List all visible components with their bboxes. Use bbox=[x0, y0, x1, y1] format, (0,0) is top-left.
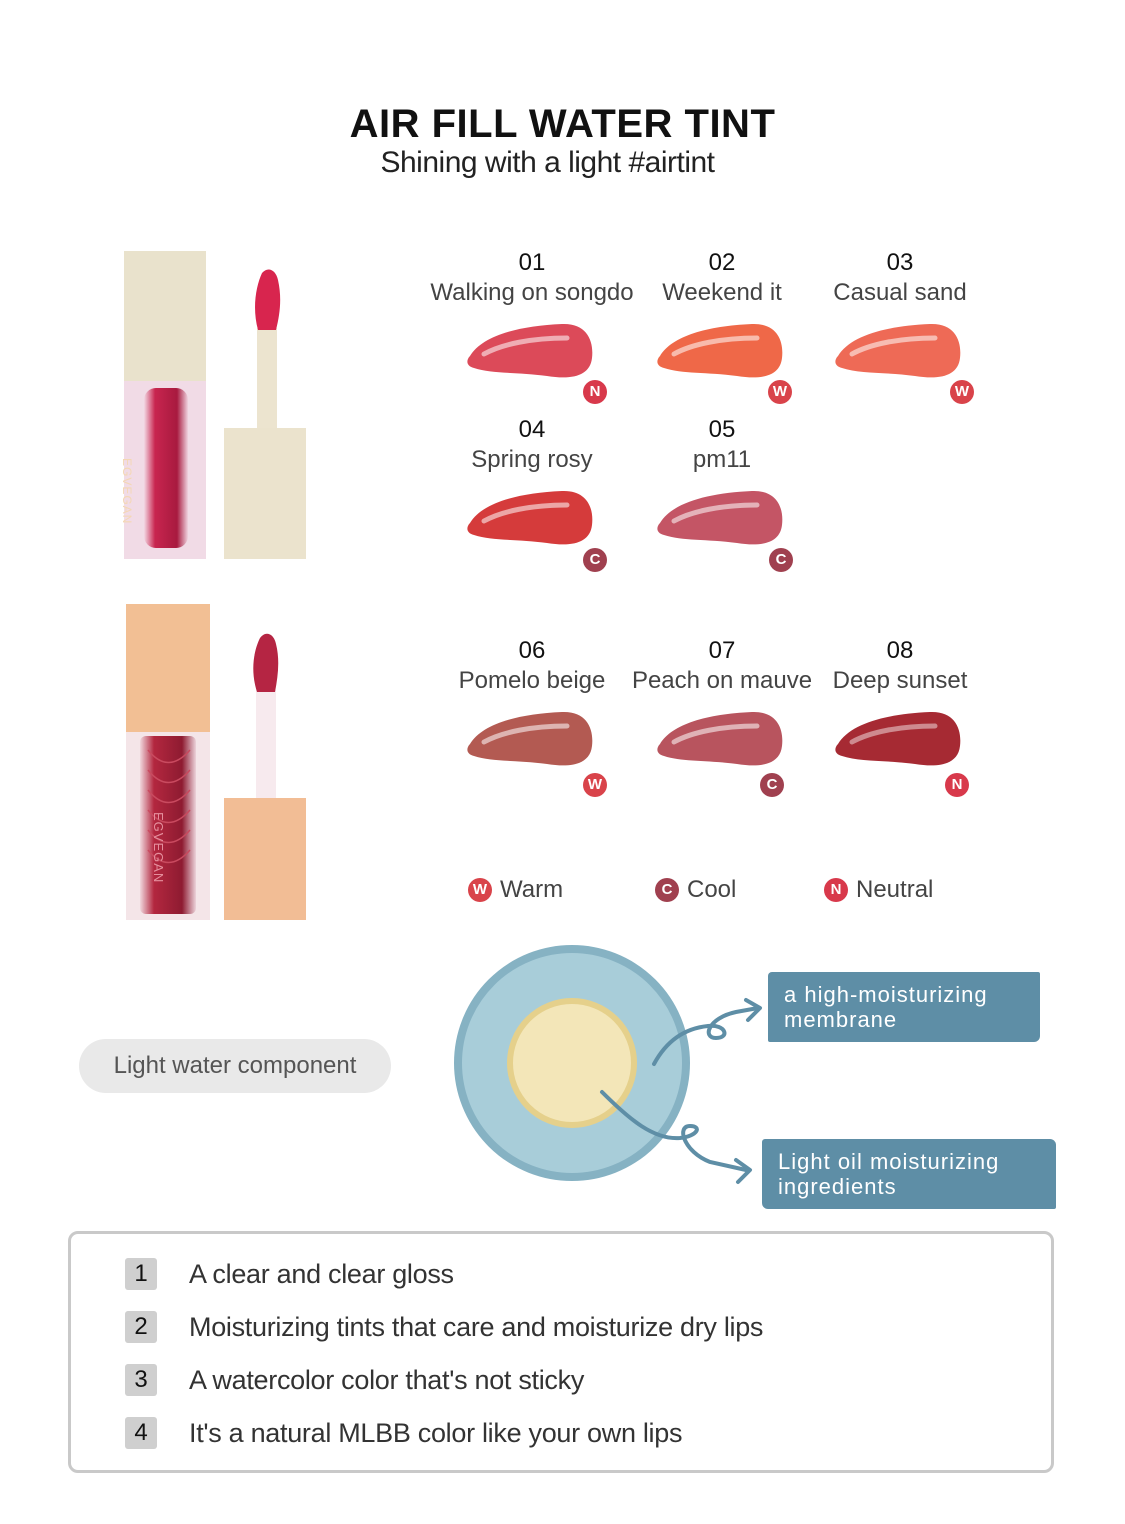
tone-badge-cool: C bbox=[760, 773, 784, 797]
shade-number: 04 bbox=[518, 416, 546, 443]
shade-06: 06 Pomelo beige W bbox=[422, 636, 642, 797]
cool-badge: C bbox=[655, 878, 679, 902]
feature-text: It's a natural MLBB color like your own … bbox=[189, 1417, 683, 1448]
component-pill: Light water component bbox=[79, 1039, 391, 1093]
legend-warm: W Warm bbox=[468, 876, 563, 904]
page-subtitle: Shining with a light #airtint bbox=[380, 146, 715, 179]
tone-badge-warm: W bbox=[583, 773, 607, 797]
lip-swatch bbox=[657, 323, 783, 378]
shade-name: Walking on songdo bbox=[430, 279, 634, 306]
product-brand-2: EGVEGAN bbox=[151, 812, 166, 884]
tone-badge-cool: C bbox=[769, 548, 793, 572]
shade-03: 03 Casual sand W bbox=[790, 248, 1010, 404]
shade-number: 05 bbox=[708, 416, 736, 443]
legend-cool: C Cool bbox=[655, 876, 736, 904]
shade-08: 08 Deep sunset N bbox=[790, 636, 1010, 797]
oil-ingredients-label: Light oil moisturizing ingredients bbox=[762, 1139, 1056, 1209]
shade-01: 01 Walking on songdo N bbox=[422, 248, 642, 404]
membrane-label: a high-moisturizing membrane bbox=[768, 972, 1040, 1042]
shade-02: 02 Weekend it W bbox=[612, 248, 832, 404]
shade-07: 07 Peach on mauve C bbox=[612, 636, 832, 797]
lip-swatch bbox=[467, 490, 593, 545]
feature-number: 2 bbox=[125, 1311, 157, 1343]
feature-4: 4 It's a natural MLBB color like your ow… bbox=[125, 1417, 682, 1449]
shade-name: Spring rosy bbox=[471, 446, 593, 473]
lip-swatch bbox=[657, 711, 783, 766]
tone-badge-warm: W bbox=[768, 380, 792, 404]
feature-number: 3 bbox=[125, 1364, 157, 1396]
product-brand-1: EGVEGAN bbox=[120, 458, 134, 525]
page-title: AIR FILL WATER TINT bbox=[349, 102, 776, 146]
shade-name: Casual sand bbox=[833, 279, 967, 306]
shade-name: Deep sunset bbox=[832, 667, 968, 694]
legend-neutral: N Neutral bbox=[824, 876, 933, 904]
warm-badge: W bbox=[468, 878, 492, 902]
tone-badge-cool: C bbox=[583, 548, 607, 572]
shade-name: Weekend it bbox=[662, 279, 782, 306]
shade-name: Peach on mauve bbox=[631, 667, 813, 694]
features-box: 1 A clear and clear gloss 2 Moisturizing… bbox=[68, 1231, 1054, 1473]
shade-number: 02 bbox=[708, 249, 736, 276]
lip-swatch bbox=[467, 711, 593, 766]
feature-text: A watercolor color that's not sticky bbox=[189, 1364, 585, 1395]
shade-number: 06 bbox=[518, 637, 546, 664]
feature-text: Moisturizing tints that care and moistur… bbox=[189, 1311, 764, 1342]
shade-name: Pomelo beige bbox=[458, 667, 606, 694]
feature-2: 2 Moisturizing tints that care and moist… bbox=[125, 1311, 763, 1343]
feature-3: 3 A watercolor color that's not sticky bbox=[125, 1364, 584, 1396]
legend-label: Warm bbox=[500, 876, 564, 903]
shade-05: 05 pm11 C bbox=[612, 415, 832, 572]
legend-label: Cool bbox=[687, 876, 737, 903]
feature-text: A clear and clear gloss bbox=[189, 1258, 454, 1289]
shade-name: pm11 bbox=[692, 446, 752, 473]
lip-swatch bbox=[467, 323, 593, 378]
lip-swatch bbox=[835, 323, 961, 378]
shade-number: 03 bbox=[886, 249, 914, 276]
shade-number: 07 bbox=[708, 637, 736, 664]
lip-swatch bbox=[835, 711, 961, 766]
tone-badge-neutral: N bbox=[583, 380, 607, 404]
feature-number: 4 bbox=[125, 1417, 157, 1449]
feature-1: 1 A clear and clear gloss bbox=[125, 1258, 454, 1290]
product-image-2: EGVEGAN bbox=[120, 600, 320, 925]
feature-number: 1 bbox=[125, 1258, 157, 1290]
legend-label: Neutral bbox=[856, 876, 934, 903]
shade-number: 01 bbox=[518, 249, 546, 276]
shade-04: 04 Spring rosy C bbox=[422, 415, 642, 572]
tone-badge-neutral: N bbox=[945, 773, 969, 797]
lip-swatch bbox=[657, 490, 783, 545]
product-image-1: EGVEGAN bbox=[120, 248, 320, 563]
component-diagram bbox=[454, 945, 762, 1184]
tone-badge-warm: W bbox=[950, 380, 974, 404]
shade-number: 08 bbox=[886, 637, 914, 664]
neutral-badge: N bbox=[824, 878, 848, 902]
